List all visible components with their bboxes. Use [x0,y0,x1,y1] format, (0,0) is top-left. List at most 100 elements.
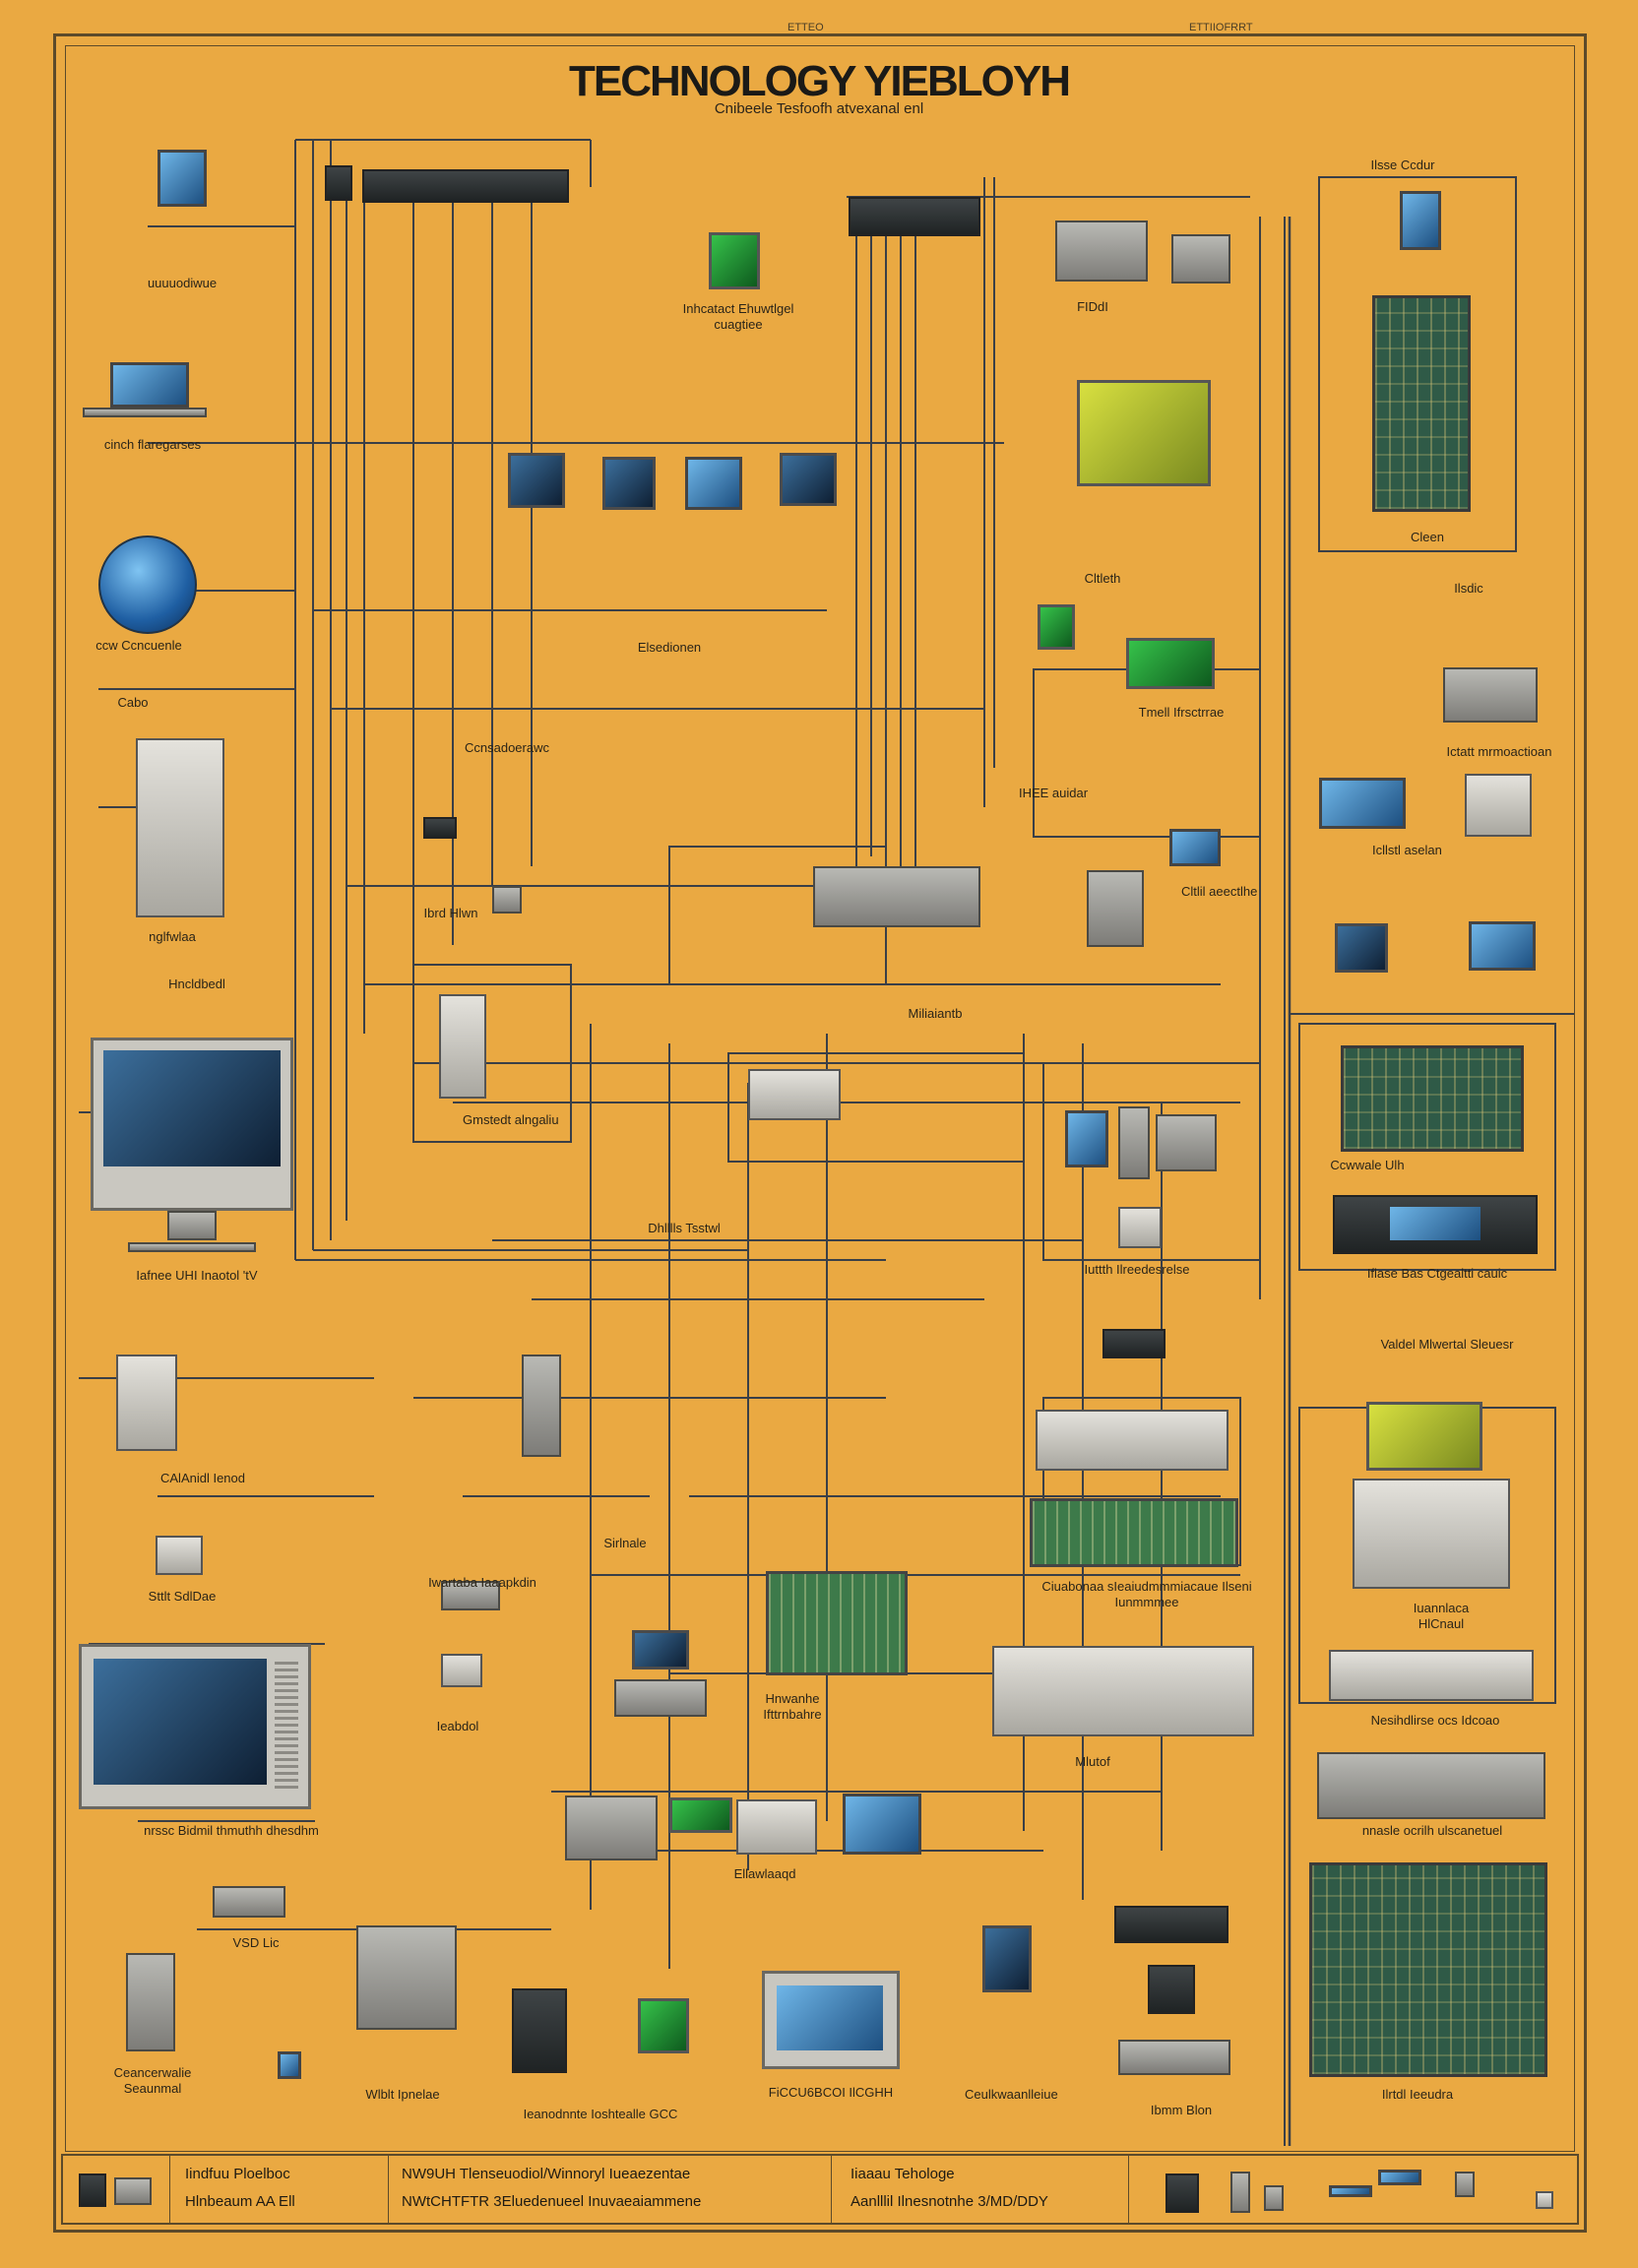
display-5-icon [632,1630,689,1670]
label-box-2: Ellawlaaqd [733,1866,796,1881]
switch-box-icon [1087,870,1144,947]
label-sensor: Ieabdol [436,1719,479,1733]
machine-icon [1353,1479,1510,1589]
cabinet-icon [356,1925,457,2030]
globe-icon [98,536,197,634]
label-laptop: cinch flaregarses [103,437,202,452]
card-icon [748,1069,841,1120]
circuit-board-2-icon [1030,1498,1238,1567]
display-2-icon [602,457,656,510]
module-2-icon [1118,1106,1150,1179]
footer-icon-c [1264,2185,1284,2211]
label-machine: Iuannlaca HlCnaul [1413,1601,1470,1631]
footer-divider-1 [169,2156,170,2223]
console-icon [1317,1752,1545,1819]
display-13-icon [1469,921,1536,971]
footer-divider-4 [1128,2156,1129,2223]
circuit-board-4-icon [1309,1862,1547,2077]
label-tablet: uuuuodiwue [147,276,218,290]
server-unit-icon [1055,220,1148,282]
label-console: nnasle ocrilh ulscanetuel [1361,1823,1503,1838]
footer-device-icon [79,2174,106,2207]
label-display-9: Ceulkwaanlleiue [965,2087,1058,2102]
module-3-icon [1156,1114,1217,1171]
display-14-icon [1366,1402,1482,1471]
unit-icon [1171,234,1230,284]
corner-label-right: ETTIIOFRRT [1189,22,1253,33]
footer-col3-line1: Iiaaau Tehologe [850,2166,955,2182]
label-rack-2: Iflase Bas Ctgealtti cauic [1366,1266,1508,1281]
footer-icon-d [1329,2185,1372,2197]
tablet-icon [158,150,207,207]
label-cabo: Cabo [117,695,149,710]
label-circuit-board-4: Ilrtdl Ieeudra [1381,2087,1454,2102]
monitor-base [128,1242,256,1252]
label-tower: Ceancerwalie Seaunmal [113,2065,192,2096]
display-1-icon [508,453,565,508]
label-box-3b: Ictatt mrmoactioan [1446,744,1552,759]
label-chip: Cltleth [1084,571,1121,586]
label-display-11: Icllstl aselan [1372,843,1442,857]
rack-unit-icon [522,1354,561,1457]
label-panel-display: FiCCU6BCOI IlCGHH [768,2085,894,2100]
modem-icon [213,1886,285,1918]
label-cabinet: Wlblt Ipnelae [365,2087,440,2102]
display-3-icon [685,457,742,510]
label-circuit-board: Hnwanhe Ifttrnbahre [763,1691,822,1722]
display-11-icon [1319,778,1406,829]
page-title: TECHNOLOGY YIEBLOYH [568,57,1071,105]
label-module: Inhcatact Ehuwtlgel cuagtiee [682,301,794,332]
router-2-icon [565,1796,658,1860]
monitor-2-icon [1126,638,1215,689]
footer-icon-e [1378,2170,1421,2185]
label-circuit-board-2: Ciuabonaa sIeaiudmmmiacaue Ilseni Iunmmm… [1041,1579,1252,1609]
mini-display-icon [1169,829,1221,866]
server-2-icon [1036,1410,1228,1471]
junction-icon [492,886,522,914]
router-icon [813,866,980,927]
footer-device-2-icon [114,2177,152,2205]
crt-tv-icon [79,1644,311,1809]
footer-col2-line1: NW9UH Tlenseuodiol/Winnoryl Iueaezentae [402,2166,691,2182]
switch-2-icon [1114,1906,1228,1943]
device-stack-icon [614,1679,707,1717]
connector-icon [423,817,457,839]
label-circuit-board-3: Ccwwale Ulh [1330,1158,1405,1172]
label-motherboard: Cleen [1411,530,1444,544]
footer-icon-f [1455,2172,1475,2197]
label-center-4: Dhlllls Tsstwl [648,1221,721,1235]
footer-bar: Iindfuu Ploelboc Hlnbeaum AA Ell NW9UH T… [61,2154,1579,2225]
inner-border [65,45,1575,2152]
server-icon [136,738,224,917]
outer-border [53,33,1587,2233]
circuit-board-icon [766,1571,908,1675]
label-adapter: Iwartaba Iaaapkdin [428,1575,536,1590]
panel-display-icon [762,1971,900,2069]
label-hub: Gmstedt alngaliu [463,1112,559,1127]
footer-col1-line2: Hlnbeaum AA Ell [185,2193,295,2210]
label-power-unit: Ieanodnnte Ioshtealle GCC [523,2107,678,2121]
display-4-icon [780,453,837,506]
footer-icon-g [1536,2191,1553,2209]
display-7-icon [843,1794,921,1855]
label-drive: Ibmm Blon [1150,2103,1213,2117]
display-8-icon [638,1998,689,2053]
label-box-3: Ilsdic [1454,581,1483,596]
motherboard-icon [1372,295,1471,512]
label-switch-box: Cltlil aeectlhe [1181,884,1258,899]
circuit-board-3-icon [1341,1045,1524,1152]
wide-display-icon [1077,380,1211,486]
rack-2-icon [1333,1195,1538,1254]
label-phone: CAlAnidl Ienod [160,1471,245,1485]
connector-2-icon [1102,1329,1166,1358]
display-10-icon [1065,1110,1108,1167]
sensor-icon [441,1654,482,1687]
label-center-2: Ccnsadoerawc [465,740,549,755]
footer-icon-b [1230,2172,1250,2213]
box-2-icon [736,1799,817,1855]
label-globe: ccw Ccncuenle [95,638,182,653]
label-server-unit: FIDdI [1077,299,1108,314]
small-unit-icon [1118,1207,1162,1248]
rack-server-icon [992,1646,1254,1736]
label-modem: VSD Lic [232,1935,280,1950]
